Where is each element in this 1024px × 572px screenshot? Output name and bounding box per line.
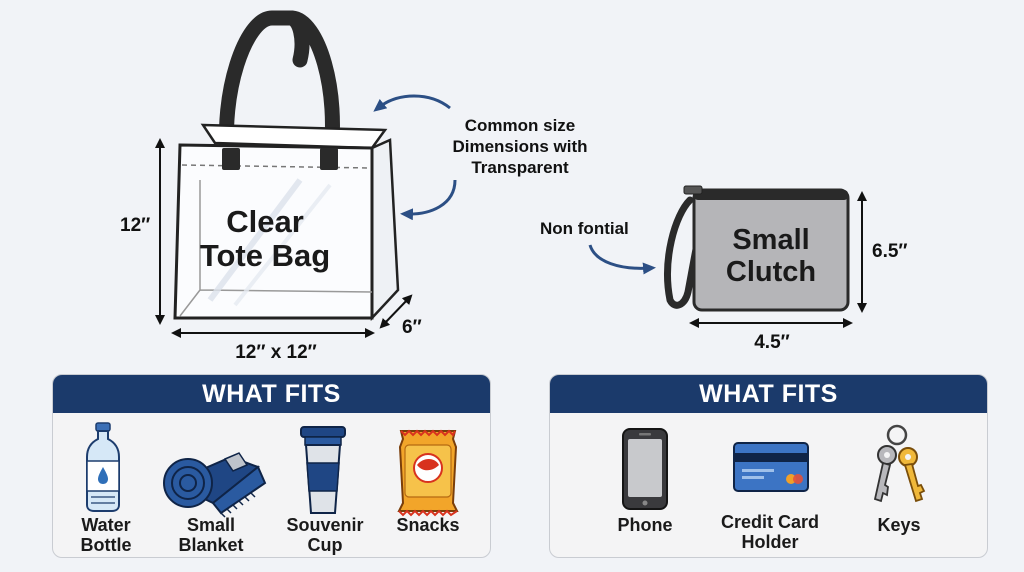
- tote-width-label: 12″ x 12″: [235, 342, 317, 363]
- tote-items-icons: [86, 422, 459, 518]
- cup-icon: [300, 426, 346, 514]
- item-label-keys: Keys: [844, 515, 954, 535]
- clutch-side-note: Non fontial: [540, 219, 629, 238]
- tote-what-fits-panel: WHAT FITS: [52, 374, 491, 558]
- phone-icon: [622, 428, 668, 510]
- size-annotation-line3: Transparent: [471, 158, 569, 177]
- clutch-what-fits-panel: WHAT FITS Phone: [549, 374, 988, 558]
- keys-icon: [873, 424, 926, 503]
- clutch-note-arrow: [588, 244, 656, 275]
- annotation-arrow-bottom: [400, 179, 457, 221]
- tote-handle-left: [219, 10, 310, 168]
- item-label-souvenir-cup: Souvenir Cup: [270, 515, 380, 555]
- item-label-line1: Snacks: [396, 515, 460, 535]
- item-label-line1: Water: [81, 515, 131, 535]
- item-label-line2: Blanket: [178, 535, 244, 555]
- clutch-title-line1: Small: [732, 224, 810, 256]
- item-label-phone: Phone: [590, 515, 700, 535]
- annotation-arrow-top: [373, 94, 451, 112]
- clutch-zipper-pull: [683, 185, 703, 195]
- item-label-line1: Small: [186, 515, 236, 535]
- tote-what-fits-header: WHAT FITS: [53, 375, 490, 413]
- item-label-line2: Bottle: [80, 535, 132, 555]
- item-label-snacks: Snacks: [373, 515, 483, 535]
- item-label-small-blanket: Small Blanket: [156, 515, 266, 555]
- snack-icon: [397, 429, 459, 517]
- item-label-line2: Holder: [741, 532, 799, 552]
- item-label-line1: Keys: [877, 515, 921, 535]
- clutch-width-label: 4.5″: [754, 332, 790, 353]
- blanket-icon: [163, 452, 267, 518]
- item-label-line1: Souvenir: [286, 515, 364, 535]
- clutch-what-fits-header: WHAT FITS: [550, 375, 987, 413]
- tote-depth-label: 6″: [402, 317, 422, 338]
- size-annotation-line2: Dimensions with: [452, 137, 588, 156]
- tote-handle-tab-right: [320, 148, 338, 170]
- clutch-title: Small Clutch: [700, 224, 842, 288]
- item-label-credit-card-holder: Credit Card Holder: [700, 512, 840, 552]
- item-label-water-bottle: Water Bottle: [53, 515, 161, 555]
- tote-title-line2: Tote Bag: [199, 238, 331, 273]
- tote-bag-illustration: [173, 10, 400, 322]
- tote-depth-arrow: [379, 294, 413, 329]
- tote-handle-tab-left: [222, 148, 240, 170]
- credit-card-icon: [733, 442, 809, 492]
- clutch-title-line2: Clutch: [725, 256, 817, 288]
- tote-front-panel: [173, 143, 374, 320]
- item-label-line1: Credit Card: [720, 512, 819, 532]
- water-bottle-icon: [86, 422, 120, 512]
- tote-title-line1: Clear: [226, 204, 304, 239]
- tote-title: Clear Tote Bag: [195, 205, 335, 273]
- item-label-line2: Cup: [307, 535, 343, 555]
- size-annotation: Common size Dimensions with Transparent: [435, 115, 605, 178]
- size-annotation-line1: Common size: [464, 116, 576, 135]
- tote-height-label: 12″: [120, 215, 151, 236]
- item-label-line1: Phone: [617, 515, 673, 535]
- clutch-illustration: [664, 185, 850, 312]
- clutch-items-icons: [622, 424, 926, 510]
- clutch-height-label: 6.5″: [872, 241, 908, 262]
